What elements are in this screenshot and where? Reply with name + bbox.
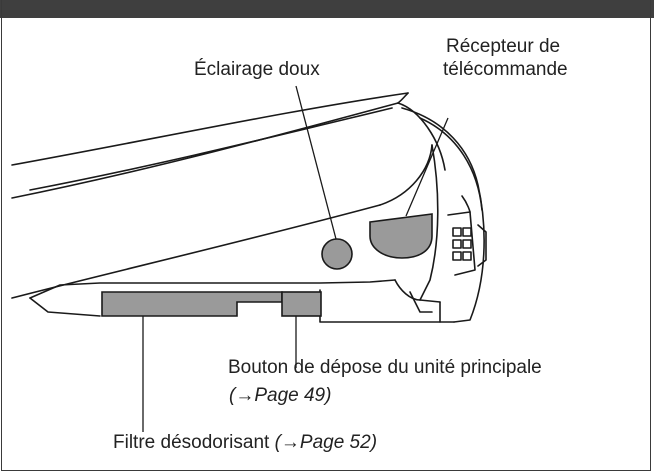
label-release-button-ref: (→Page 49) — [229, 385, 332, 406]
label-filter: Filtre désodorisant (→Page 52) — [113, 432, 377, 453]
filter-marker — [101, 291, 283, 317]
leader-soft-light — [295, 85, 337, 240]
label-filter-ref: (→Page 52) — [274, 432, 378, 453]
label-receiver-line2: télécommande — [443, 59, 568, 80]
front-curve — [401, 107, 485, 323]
receiver-marker — [369, 213, 433, 259]
header-bar — [0, 0, 654, 18]
label-filter-text: Filtre désodorisant — [113, 432, 275, 453]
body-upper-line — [11, 102, 399, 199]
leader-receiver — [405, 117, 449, 217]
body-top-edge — [11, 92, 409, 166]
label-receiver-line1: Récepteur de — [446, 36, 561, 57]
label-soft-light: Éclairage doux — [194, 59, 320, 80]
body-lower-line — [11, 204, 381, 299]
soft-light-marker — [321, 238, 353, 270]
label-release-button: Bouton de dépose du unité principale — [228, 357, 542, 378]
release-button-marker — [281, 291, 322, 317]
base-outline — [29, 279, 396, 299]
